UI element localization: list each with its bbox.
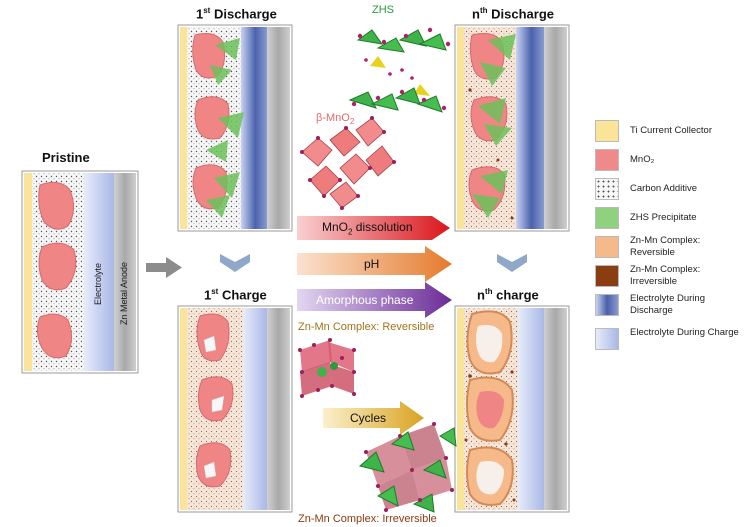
- cycles-arrow: [323, 401, 424, 435]
- dischargeN-title: nth Discharge: [472, 6, 554, 22]
- legend-swatch: [595, 236, 619, 258]
- legend: Ti Current Collector MnO₂ Carbon Additiv…: [595, 120, 750, 400]
- complex-reversible-label: Zn-Mn Complex: Reversible: [298, 321, 435, 333]
- mno2-label: β-MnO2: [316, 112, 355, 127]
- electrolyte-label: Electrolyte: [93, 262, 103, 305]
- dissolution-label: MnO2 dissolution: [322, 220, 413, 237]
- amorphous-label: Amorphous phase: [316, 293, 414, 307]
- chevron-down-icon: [220, 254, 250, 272]
- amorphous-arrow: [297, 282, 452, 318]
- legend-swatch: [595, 149, 619, 171]
- dischargeN-cell: [454, 24, 570, 232]
- legend-swatch: [595, 328, 619, 350]
- legend-label: Carbon Additive: [630, 183, 698, 194]
- dissolution-arrow: [297, 216, 450, 240]
- ph-label: pH: [364, 257, 380, 271]
- legend-label: Ti Current Collector: [630, 125, 713, 136]
- pristine-to-charge-arrow: [146, 257, 182, 278]
- cycles-label: Cycles: [350, 411, 387, 425]
- chargeN-cell: [454, 305, 570, 513]
- legend-swatch: [595, 120, 619, 142]
- anode-label: Zn Metal Anode: [119, 261, 129, 325]
- legend-swatch: [595, 294, 619, 316]
- charge1-title: 1st Charge: [204, 287, 267, 303]
- legend-label: Electrolyte During Charge: [630, 327, 739, 338]
- legend-swatch: [595, 207, 619, 229]
- chevron-down-icon: [497, 254, 527, 272]
- legend-label: Zn-Mn Complex: Irreversible: [630, 264, 701, 287]
- legend-label: Zn-Mn Complex: Reversible: [630, 235, 701, 258]
- legend-swatch: [595, 178, 619, 200]
- complex-reversible-structure: [298, 338, 356, 398]
- pristine-title: Pristine: [42, 150, 90, 165]
- legend-swatch: [595, 265, 619, 287]
- legend-label: ZHS Precipitate: [630, 212, 697, 223]
- complex-irreversible-structure: [358, 422, 457, 513]
- complex-irreversible-label: Zn-Mn Complex: Irreversible: [298, 513, 437, 525]
- pristine-cell: [21, 170, 139, 374]
- legend-label: MnO₂: [630, 154, 655, 165]
- discharge1-title: 1st Discharge: [196, 6, 277, 22]
- charge1-cell: [177, 305, 293, 513]
- zhs-structure: [348, 27, 451, 113]
- ph-arrow: [297, 246, 452, 282]
- discharge1-cell: [177, 24, 293, 232]
- legend-label: Electrolyte During Discharge: [630, 293, 705, 316]
- mno2-structure: [300, 116, 396, 210]
- chargeN-title: nth charge: [477, 287, 539, 303]
- zhs-label: ZHS: [372, 4, 394, 16]
